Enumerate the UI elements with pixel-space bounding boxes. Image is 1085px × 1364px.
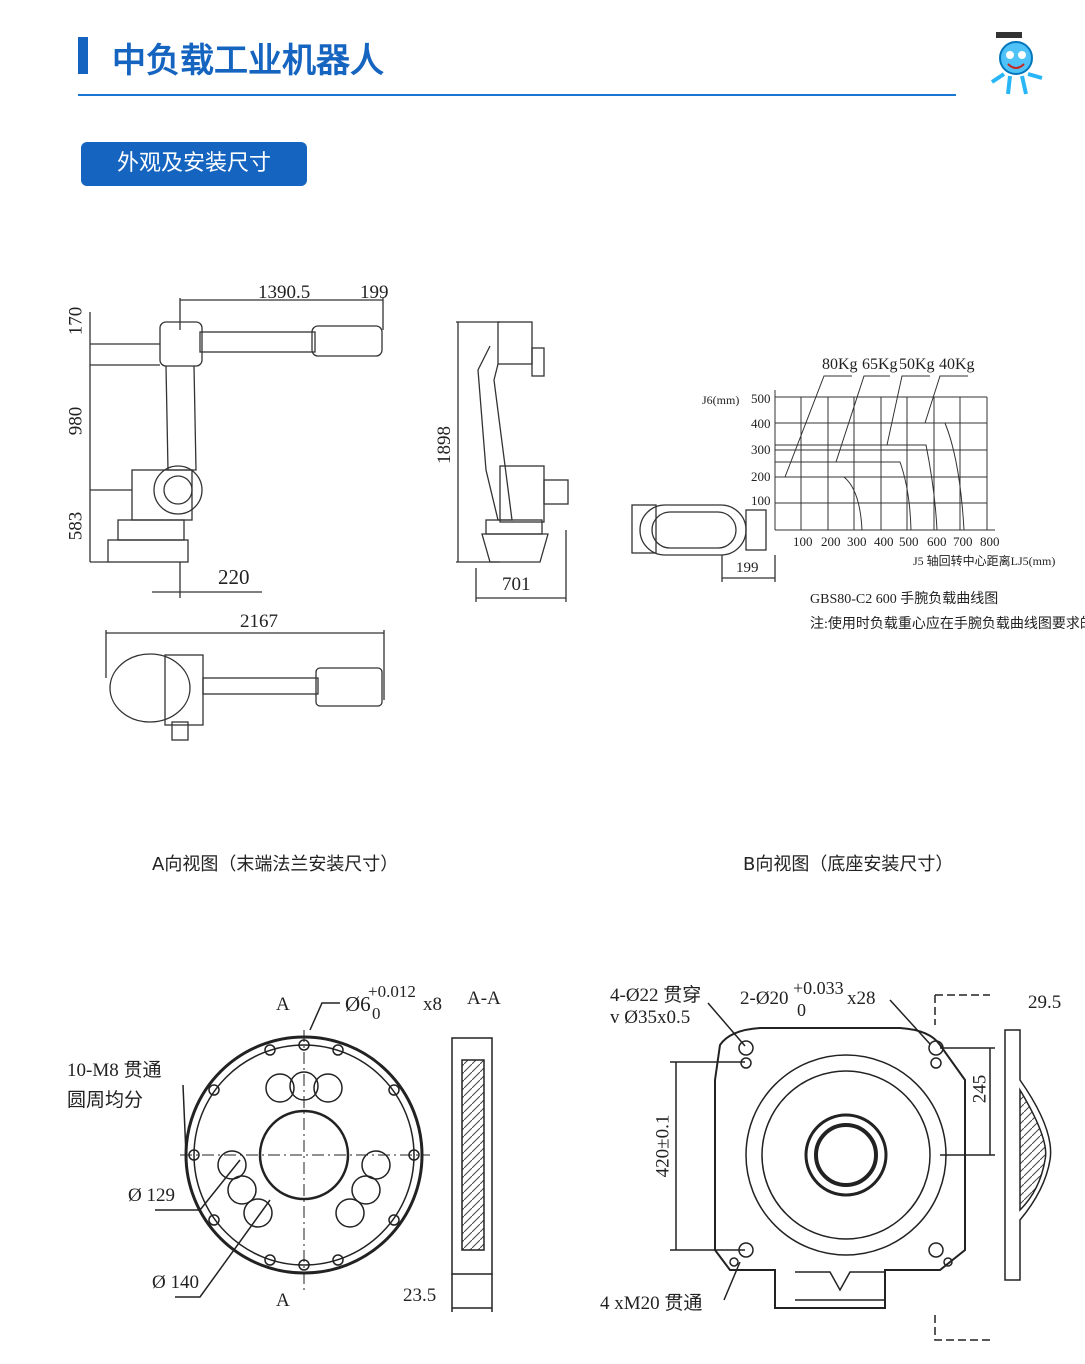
locating-pins: 2-Ø20 <box>740 988 789 1009</box>
series-65kg: 65Kg <box>862 356 898 373</box>
series-40kg: 40Kg <box>939 356 975 373</box>
span-420: 420±0.1 <box>652 1114 674 1178</box>
chart-note: 注:使用时负载重心应在手腕负载曲线图要求的范围内 <box>810 617 1085 632</box>
thread-spec: 10-M8 贯通 <box>67 1060 162 1081</box>
curve-40kg <box>775 422 965 531</box>
base-drawing <box>670 994 1052 1341</box>
caption-b-view: B向视图（底座安装尺寸） <box>743 854 954 875</box>
x-tick: 700 <box>953 534 973 549</box>
pin-tol-upper-b: +0.033 <box>793 978 844 998</box>
dim-arm-length: 1390.5 <box>258 282 311 303</box>
dim-total-length: 2167 <box>240 611 278 632</box>
caption-a-view: A向视图（末端法兰安装尺寸） <box>152 854 399 875</box>
x-tick: 400 <box>874 534 894 549</box>
through-holes: 4-Ø22 贯穿 <box>610 985 702 1006</box>
robot-side-view <box>89 298 384 598</box>
series-50kg: 50Kg <box>899 356 935 373</box>
y-tick: 500 <box>751 391 771 406</box>
counterbore: v Ø35x0.5 <box>610 1007 691 1028</box>
curve-80kg <box>775 476 863 531</box>
curve-65kg <box>775 461 912 531</box>
robot-top-view <box>105 630 385 741</box>
flange-thickness: 23.5 <box>403 1285 437 1306</box>
section-label: A-A <box>467 988 501 1009</box>
load-chart-grid <box>774 375 995 531</box>
diameter-129: Ø 129 <box>128 1185 175 1206</box>
y-tick: 300 <box>751 442 771 457</box>
header-divider <box>78 94 956 96</box>
title-accent-bar <box>78 37 88 74</box>
chart-title: GBS80-C2 600 手腕负载曲线图 <box>810 592 999 607</box>
y-tick: 400 <box>751 416 771 431</box>
x-tick: 600 <box>927 534 947 549</box>
page-title: 中负载工业机器人 <box>112 41 384 81</box>
y-tick: 100 <box>751 493 771 508</box>
section-badge: 外观及安装尺寸 <box>81 142 307 186</box>
pin-tol-upper: +0.012 <box>368 982 416 1001</box>
chart-x-label: J5 轴回转中心距离LJ5(mm) <box>913 554 1056 568</box>
chart-y-label: J6(mm) <box>702 393 740 407</box>
diameter-140: Ø 140 <box>152 1272 199 1293</box>
tapped-holes: 4 xM20 贯通 <box>600 1293 703 1314</box>
span-245: 245 <box>969 1074 991 1104</box>
section-mark-bottom: A <box>276 1290 290 1311</box>
pin-tol-lower-b: 0 <box>797 1000 806 1020</box>
flange-drawing <box>155 1002 493 1312</box>
section-mark-top: A <box>276 994 290 1015</box>
pin-count: x8 <box>423 994 442 1015</box>
robot-front-view <box>456 321 569 602</box>
pin-diameter: Ø6 <box>345 992 371 1016</box>
dim-base-offset: 220 <box>218 565 250 589</box>
x-tick: 200 <box>821 534 841 549</box>
dim-base-depth: 701 <box>502 574 531 595</box>
plate-thickness: 29.5 <box>1028 992 1062 1013</box>
pin-tol-lower: 0 <box>372 1004 381 1023</box>
curve-50kg <box>775 444 938 531</box>
x-tick: 300 <box>847 534 867 549</box>
pin-depth: x28 <box>847 988 876 1009</box>
dim-wrist-offset: 199 <box>360 282 389 303</box>
load-chart-flange <box>631 504 776 582</box>
series-80kg: 80Kg <box>822 356 858 373</box>
x-tick: 100 <box>793 534 813 549</box>
robot-side-drawings <box>89 298 995 741</box>
x-tick: 500 <box>899 534 919 549</box>
x-tick: 800 <box>980 534 1000 549</box>
y-tick: 200 <box>751 469 771 484</box>
flange-dim: 199 <box>736 560 759 576</box>
thread-note: 圆周均分 <box>67 1090 144 1111</box>
